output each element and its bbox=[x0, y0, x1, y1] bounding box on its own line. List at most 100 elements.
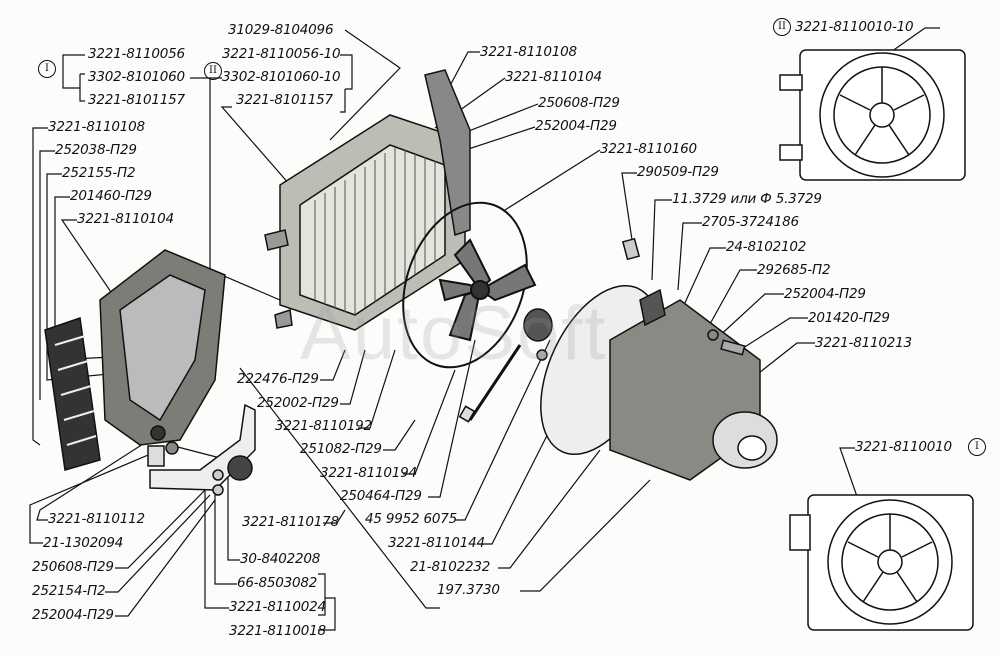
heater-tap bbox=[147, 403, 256, 496]
leader-line bbox=[39, 150, 55, 400]
leader-line bbox=[320, 349, 346, 381]
watermark: AutoSoft bbox=[300, 291, 608, 376]
fan bbox=[402, 201, 537, 369]
part-label: 45 9952 6075 bbox=[365, 511, 458, 527]
variant-two-mark: II bbox=[204, 62, 222, 80]
part-label: 3221-8110144 bbox=[388, 535, 485, 551]
part-label: 3302-8101060-10 bbox=[222, 69, 341, 85]
leader-line bbox=[428, 339, 476, 498]
part-label: 21-1302094 bbox=[43, 535, 124, 551]
part-label: 11.3729 или Ф 5.3729 bbox=[672, 191, 822, 207]
leader-line bbox=[29, 449, 161, 544]
leader-line bbox=[46, 173, 151, 381]
leader-line bbox=[239, 367, 440, 609]
leader-line bbox=[32, 127, 48, 446]
part-label: 3302-8101060 bbox=[88, 69, 185, 85]
heater-casing bbox=[44, 249, 226, 471]
leader-line bbox=[455, 339, 551, 521]
leader-line bbox=[204, 480, 229, 609]
part-label: 250608-П29 bbox=[32, 559, 114, 575]
part-label: 3221-8110024 bbox=[229, 599, 326, 615]
part-label: 3221-8110108 bbox=[48, 119, 145, 135]
part-label: 3221-8101157 bbox=[88, 92, 185, 108]
part-label: 250464-П29 bbox=[340, 488, 422, 504]
part-label: 252155-П2 bbox=[62, 165, 136, 181]
part-label: 252004-П29 bbox=[535, 118, 617, 134]
leader-line bbox=[220, 106, 291, 186]
part-label: 252004-П29 bbox=[784, 286, 866, 302]
variant-one-mark: I bbox=[968, 438, 986, 456]
part-label: 250608-П29 bbox=[538, 95, 620, 111]
part-label: 21-8102232 bbox=[410, 559, 491, 575]
part-label: 252004-П29 bbox=[32, 607, 114, 623]
part-label: 3221-8110194 bbox=[320, 465, 417, 481]
leader-line bbox=[115, 479, 216, 569]
electric-motor bbox=[540, 237, 778, 481]
part-label: 66-8503082 bbox=[237, 575, 318, 591]
leader-line bbox=[383, 419, 416, 451]
part-label: 3221-8110010 bbox=[855, 439, 952, 455]
leader-line bbox=[677, 222, 702, 291]
bracket bbox=[318, 573, 336, 631]
leader-line bbox=[323, 509, 346, 524]
part-label: 292685-П2 bbox=[757, 262, 831, 278]
leader-line bbox=[839, 447, 861, 506]
motor-bushing bbox=[458, 308, 553, 423]
part-label: 30-8402208 bbox=[240, 551, 321, 567]
part-label: 3221-8110104 bbox=[505, 69, 602, 85]
part-label: 252038-П29 bbox=[55, 142, 137, 158]
leader-line bbox=[478, 399, 566, 545]
part-label: 3221-8110192 bbox=[275, 418, 372, 434]
leader-line bbox=[36, 429, 166, 521]
part-label: 3221-8101157 bbox=[236, 92, 333, 108]
part-label: 252154-П2 bbox=[32, 583, 106, 599]
heater-variant-two bbox=[779, 49, 966, 181]
part-label: 3221-8110112 bbox=[48, 511, 145, 527]
leader-line bbox=[739, 317, 808, 351]
leader-line bbox=[444, 51, 480, 96]
part-label: 201420-П29 bbox=[808, 310, 890, 326]
leader-line bbox=[214, 480, 237, 585]
leader-line bbox=[504, 149, 601, 211]
part-label: 3221-8110108 bbox=[480, 44, 577, 60]
part-label: 3221-8110104 bbox=[77, 211, 174, 227]
part-label: 2705-3724186 bbox=[702, 214, 799, 230]
heater-variant-one bbox=[789, 494, 974, 631]
part-label: 3221-8110056 bbox=[88, 46, 185, 62]
leader-line bbox=[340, 349, 366, 405]
leader-line bbox=[403, 369, 456, 475]
part-label: 31029-8104096 bbox=[228, 22, 334, 38]
heater-radiator bbox=[264, 69, 471, 331]
part-label: 251082-П29 bbox=[300, 441, 382, 457]
leader-line bbox=[714, 293, 784, 341]
part-label: 3221-8110213 bbox=[815, 335, 912, 351]
part-label: 3221-8110160 bbox=[600, 141, 697, 157]
leader-line bbox=[749, 342, 815, 381]
bracket-variant-one bbox=[62, 54, 85, 102]
leader-line bbox=[115, 499, 216, 617]
leader-line bbox=[651, 199, 672, 281]
part-label: 3221-8110056-10 bbox=[222, 46, 341, 62]
leader-line bbox=[498, 449, 601, 569]
part-label: 290509-П29 bbox=[637, 164, 719, 180]
leader-line bbox=[105, 494, 211, 593]
leader-line bbox=[358, 349, 396, 429]
part-label: 252002-П29 bbox=[257, 395, 339, 411]
part-label: 3221-8110018 bbox=[229, 623, 326, 639]
variant-one-mark: I bbox=[38, 60, 56, 78]
leader-line bbox=[621, 172, 637, 241]
leader-line bbox=[329, 29, 401, 141]
leader-line bbox=[520, 479, 651, 592]
part-label: 197.3730 bbox=[437, 582, 500, 598]
part-label: 24-8102102 bbox=[726, 239, 807, 255]
part-label: 3221-8110010-10 bbox=[795, 19, 914, 35]
part-label: 201460-П29 bbox=[70, 188, 152, 204]
leader-line bbox=[60, 219, 131, 321]
bracket-variant-two bbox=[340, 54, 353, 113]
part-label: 3221-8110178 bbox=[242, 514, 339, 530]
variant-two-mark: II bbox=[773, 18, 791, 36]
leader-line bbox=[169, 444, 240, 561]
part-label: 222476-П29 bbox=[237, 371, 319, 387]
